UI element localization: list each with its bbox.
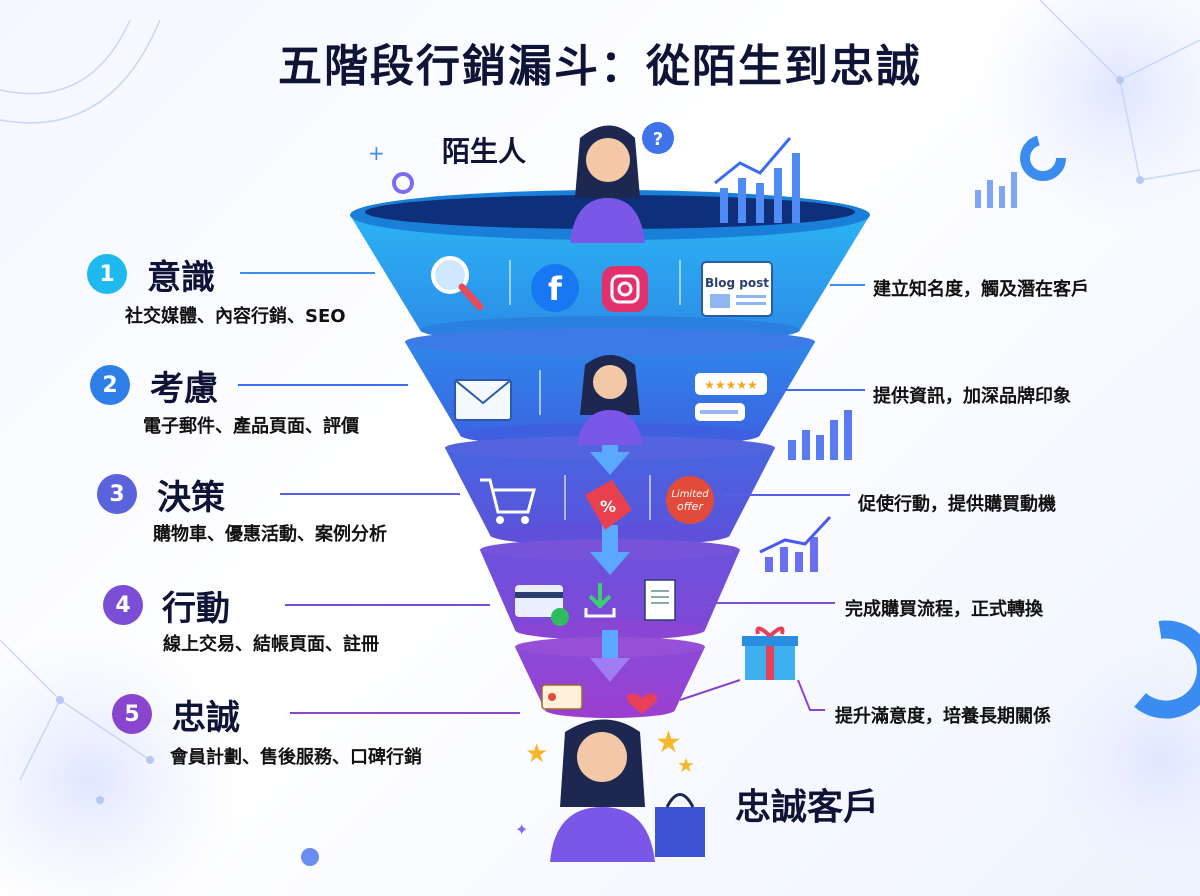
svg-text:✦: ✦ bbox=[515, 820, 528, 839]
stage-3-channels: 購物車、優惠活動、案例分析 bbox=[153, 524, 387, 545]
stage-1-number: 1 bbox=[87, 254, 127, 294]
stage-5-description: 提升滿意度，培養長期關係 bbox=[835, 706, 1051, 727]
loyal-customer-figure: ★★★ bbox=[525, 719, 705, 862]
facebook-icon: f bbox=[531, 264, 579, 312]
stranger-figure: ? bbox=[570, 122, 674, 243]
flow-arrows bbox=[590, 425, 630, 682]
credit-card-icon bbox=[515, 585, 569, 626]
trend-chart-icon bbox=[759, 515, 832, 572]
ring-decoration bbox=[392, 172, 414, 194]
svg-text:★: ★ bbox=[677, 753, 695, 777]
stranger-label: 陌生人 bbox=[442, 135, 527, 168]
blog-post-icon: Blog post bbox=[701, 261, 773, 317]
instagram-icon bbox=[602, 266, 648, 312]
percent-label: % bbox=[600, 497, 616, 516]
discount-tag-icon: % bbox=[585, 480, 632, 530]
svg-text:★★★★★: ★★★★★ bbox=[704, 378, 758, 392]
shopping-cart-icon bbox=[480, 478, 536, 524]
stage-5-name: 忠誠 bbox=[172, 698, 240, 738]
stage-2-name: 考慮 bbox=[150, 369, 218, 409]
stage-5-channels: 會員計劃、售後服務、口碑行銷 bbox=[170, 747, 422, 768]
stage-4-channels: 線上交易、結帳頁面、註冊 bbox=[163, 634, 379, 655]
stage-4-description: 完成購買流程，正式轉換 bbox=[845, 599, 1043, 620]
svg-text:★: ★ bbox=[525, 739, 548, 769]
stage-3-description: 促使行動，提供購買動機 bbox=[858, 494, 1056, 515]
heart-icon bbox=[627, 693, 657, 714]
stage-3-name: 決策 bbox=[157, 478, 225, 518]
review-stars-icon: ★★★★★ bbox=[695, 373, 767, 421]
considering-figure bbox=[577, 355, 643, 445]
stage-4-name: 行動 bbox=[162, 589, 230, 629]
svg-text:+: + bbox=[368, 141, 385, 165]
stage-1-name: 意識 bbox=[147, 258, 215, 298]
limited-offer-label-1: Limited bbox=[671, 489, 709, 500]
svg-text:★: ★ bbox=[655, 725, 682, 760]
page-title: 五階段行銷漏斗：從陌生到忠誠 bbox=[278, 41, 922, 92]
gift-box-icon bbox=[742, 626, 798, 680]
stage-2-number: 2 bbox=[90, 365, 130, 405]
marketing-funnel: f Blog post ★★★★★ % Limited offer bbox=[350, 190, 870, 718]
svg-text:f: f bbox=[548, 270, 563, 308]
bar-chart-icon bbox=[788, 410, 852, 460]
stage-3-number: 3 bbox=[97, 474, 137, 514]
limited-offer-label-2: offer bbox=[677, 500, 704, 513]
email-icon bbox=[454, 379, 512, 421]
blog-post-label: Blog post bbox=[705, 276, 769, 290]
stage-5-number: 5 bbox=[112, 694, 152, 734]
limited-offer-badge-icon: Limited offer bbox=[666, 476, 714, 524]
star-icons: ★★★ bbox=[525, 725, 695, 777]
growth-chart-icon bbox=[714, 137, 800, 223]
download-icon bbox=[584, 583, 616, 618]
member-card-icon bbox=[541, 684, 583, 710]
stage-4-number: 4 bbox=[103, 585, 143, 625]
loyal-customer-label: 忠誠客戶 bbox=[735, 787, 880, 828]
shopping-bag-icon bbox=[655, 793, 705, 857]
search-icon bbox=[431, 256, 484, 311]
stage-2-channels: 電子郵件、產品頁面、評價 bbox=[143, 416, 359, 437]
stage-1-channels: 社交媒體、內容行銷、SEO bbox=[125, 306, 346, 327]
stage-1-description: 建立知名度，觸及潛在客戶 bbox=[873, 279, 1089, 300]
question-mark: ? bbox=[653, 129, 663, 150]
stage-2-description: 提供資訊，加深品牌印象 bbox=[873, 386, 1071, 407]
document-icon bbox=[644, 579, 676, 621]
